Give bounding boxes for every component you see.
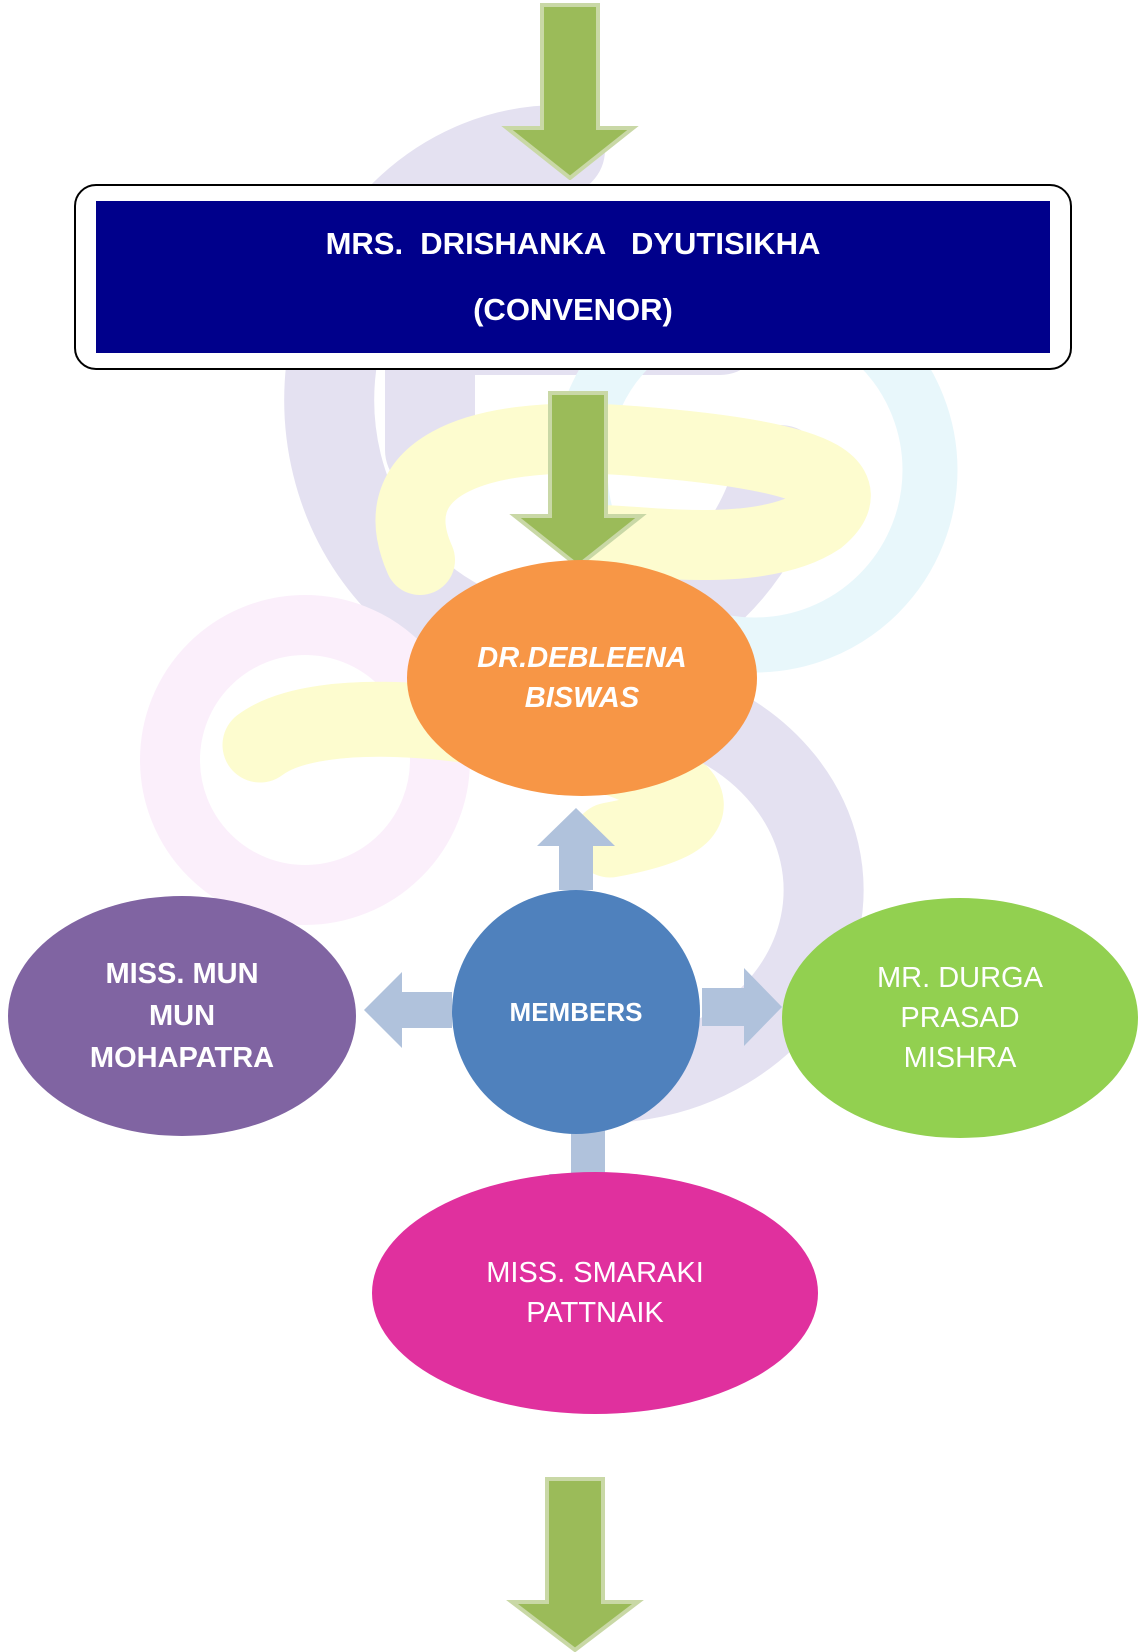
member-arrow-right	[702, 968, 782, 1046]
arrow-down-icon	[506, 1477, 644, 1652]
member-right-name: MR. DURGA PRASAD MISHRA	[877, 962, 1043, 1074]
member-bottom-name: MISS. SMARAKI PATTNAIK	[486, 1257, 704, 1329]
arrow-right-icon	[702, 968, 782, 1046]
arrow-down-icon	[501, 3, 639, 180]
convenor-role: (CONVENOR)	[473, 292, 673, 327]
flow-arrow-top	[501, 3, 639, 180]
head-member-node: DR.DEBLEENA BISWAS	[407, 560, 757, 796]
members-center-node: MEMBERS	[452, 890, 700, 1134]
convenor-name: MRS. DRISHANKA DYUTISIKHA	[325, 226, 821, 261]
member-arrow-left	[364, 972, 452, 1048]
member-node-right: MR. DURGA PRASAD MISHRA	[782, 898, 1138, 1138]
member-node-bottom: MISS. SMARAKI PATTNAIK	[372, 1172, 818, 1414]
member-left-name: MISS. MUN MUN MOHAPATRA	[89, 958, 275, 1074]
arrow-down-icon	[509, 391, 647, 568]
member-node-left: MISS. MUN MUN MOHAPATRA	[8, 896, 356, 1136]
flow-arrow-middle	[509, 391, 647, 568]
members-label: MEMBERS	[509, 996, 643, 1027]
head-member-name: DR.DEBLEENA BISWAS	[477, 642, 687, 714]
member-arrow-up	[537, 808, 615, 890]
arrow-up-icon	[537, 808, 615, 890]
flow-arrow-bottom	[506, 1477, 644, 1652]
convenor-box: MRS. DRISHANKA DYUTISIKHA (CONVENOR)	[96, 201, 1050, 353]
arrow-left-icon	[364, 972, 452, 1048]
